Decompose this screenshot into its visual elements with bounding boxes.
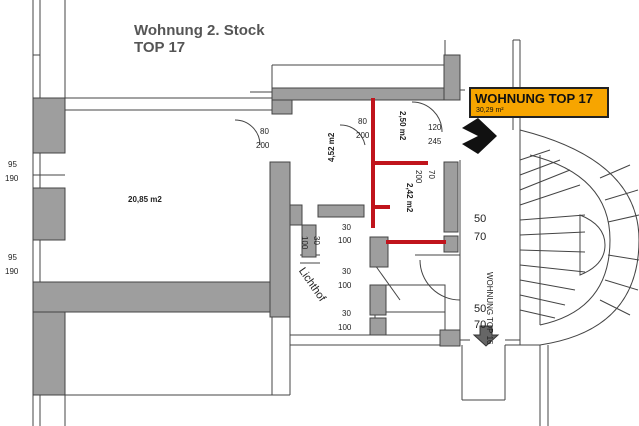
door-bath-width: 80 (358, 117, 367, 126)
win-a-height: 100 (338, 236, 352, 245)
staircase (519, 129, 639, 346)
apartment-label: WOHNUNG TOP 17 30,29 m² (469, 87, 609, 118)
door-entry-width: 120 (428, 123, 442, 132)
apartment-label-title: WOHNUNG TOP 17 (475, 91, 593, 106)
walls (32, 54, 461, 396)
door-bath-height: 200 (356, 131, 370, 140)
bath-area: 2,50 m2 (398, 111, 407, 141)
apartment-label-area: 30,29 m² (476, 107, 504, 114)
win-c-width: 30 (342, 309, 351, 318)
opening-right1-width: 50 (474, 213, 487, 225)
neighbor-unit-label: WOHNUNG TOP 16 (485, 272, 494, 345)
corridor-area: 4,52 m2 (327, 132, 336, 162)
door-main-width: 80 (260, 127, 269, 136)
window2-height: 190 (5, 267, 19, 276)
wc-area: 2,42 m2 (405, 183, 414, 213)
win-b-width: 30 (342, 267, 351, 276)
door-small-height: 100 (300, 236, 309, 250)
win-b-height: 100 (338, 281, 352, 290)
window1-width: 95 (8, 160, 17, 169)
opening-right2-height: 70 (474, 319, 487, 331)
plan-title-line2: TOP 17 (134, 39, 186, 56)
arrow-right-icon (462, 118, 497, 154)
win-c-height: 100 (338, 323, 352, 332)
door-small-width: 30 (312, 236, 321, 245)
window2-width: 95 (8, 253, 17, 262)
door-wc-height: 200 (414, 170, 423, 184)
opening-right2-width: 50 (474, 303, 487, 315)
window1-height: 190 (5, 174, 19, 183)
opening-right1-height: 70 (474, 231, 487, 243)
door-entry-height: 245 (428, 137, 442, 146)
door-main-height: 200 (256, 141, 270, 150)
main-room-area: 20,85 m2 (128, 195, 162, 204)
arrow-down-icon (472, 325, 500, 347)
door-wc-width: 70 (427, 170, 436, 179)
win-a-width: 30 (342, 223, 351, 232)
plan-title-line1: Wohnung 2. Stock (134, 22, 265, 39)
partitions (371, 98, 446, 244)
